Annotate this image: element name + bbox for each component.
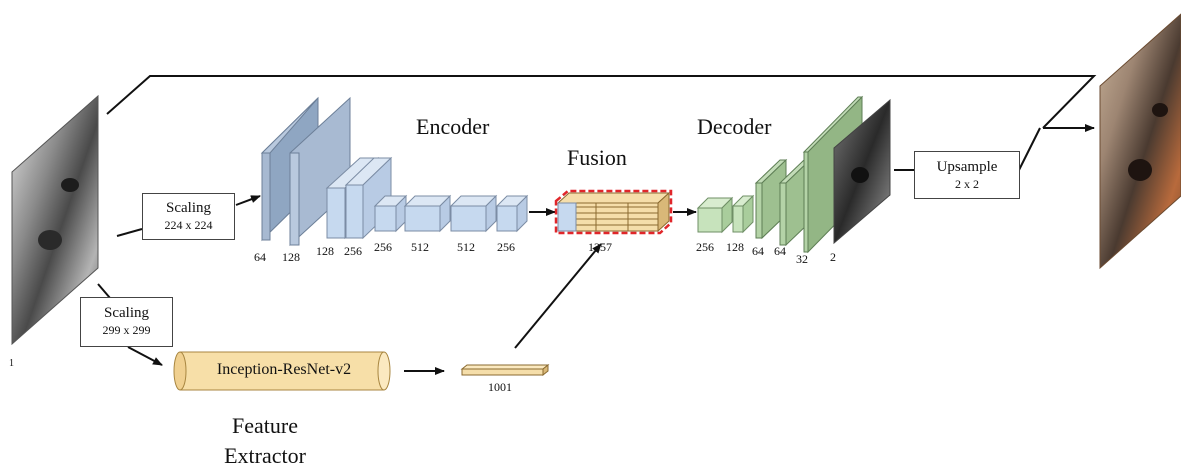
scaling-224-size: 224 x 224: [164, 218, 213, 232]
encoder-depth-label: 256: [374, 240, 392, 254]
encoder-title: Encoder: [416, 114, 490, 139]
decoder-block-2: [731, 194, 755, 234]
feature-extractor-line2: Extractor: [224, 443, 306, 468]
upsample-factor: 2 x 2: [955, 177, 979, 191]
fusion-block: [554, 189, 673, 235]
upsample-title: Upsample: [936, 159, 998, 175]
encoder-block-6: [403, 194, 452, 233]
vector-to-fusion-arrow: [514, 243, 602, 349]
scaling-top-to-encoder-arrow: [235, 195, 261, 206]
encoder-depth-label: 512: [411, 240, 429, 254]
encoder-block-7: [449, 194, 498, 233]
output-color-image: [1099, 13, 1181, 270]
inception-label: Inception-ResNet-v2: [216, 361, 352, 378]
input-to-scaling-bottom-line: [97, 283, 111, 299]
encoder-block-8: [495, 194, 529, 233]
feature-vector-1001: [460, 363, 550, 377]
encoder-block-4: [344, 156, 393, 240]
encoder-depth-label: 256: [344, 244, 362, 258]
decoder-depth-label: 32: [796, 252, 808, 266]
encoder-depth-label: 128: [316, 244, 334, 258]
encoder-block-5: [373, 194, 408, 233]
encoder-depth-label: 512: [457, 240, 475, 254]
feature-extractor-line1: Feature: [232, 413, 298, 438]
upsample-box: Upsample 2 x 2: [914, 151, 1020, 199]
input-to-scaling-top-line: [116, 228, 143, 237]
encoder-depth-label: 128: [282, 250, 300, 264]
scaling-299-box: Scaling 299 x 299: [80, 297, 173, 347]
encoder-depth-label: 256: [497, 240, 515, 254]
scaling-299-size: 299 x 299: [102, 323, 151, 337]
scaling-bottom-to-inception-arrow: [127, 346, 163, 366]
fusion-title: Fusion: [567, 145, 627, 170]
decoder-title: Decoder: [697, 114, 772, 139]
decoder-depth-label: 64: [752, 244, 764, 258]
fusion-depth-label: 1257: [588, 240, 612, 254]
input-grayscale-image: [11, 94, 99, 346]
input-channel-label: 1: [9, 358, 14, 369]
feature-vector-label: 1001: [488, 380, 512, 394]
encoder-depth-label: 64: [254, 250, 266, 264]
inception-cylinder: [173, 351, 391, 391]
decoder-block-1: [696, 196, 734, 234]
decoder-depth-label: 128: [726, 240, 744, 254]
decoder-depth-label: 2: [830, 250, 836, 264]
scaling-224-title: Scaling: [166, 200, 211, 216]
decoder-depth-label: 64: [774, 244, 786, 258]
feature-extractor-title: Feature Extractor: [200, 411, 330, 471]
scaling-299-title: Scaling: [104, 305, 149, 321]
scaling-224-box: Scaling 224 x 224: [142, 193, 235, 240]
decoder-depth-label: 256: [696, 240, 714, 254]
skip-connection-line: [106, 75, 1097, 129]
decoder-output-image: [833, 98, 891, 245]
encoder-block-2: [289, 96, 351, 247]
upsample-to-output-line: [1018, 127, 1041, 171]
